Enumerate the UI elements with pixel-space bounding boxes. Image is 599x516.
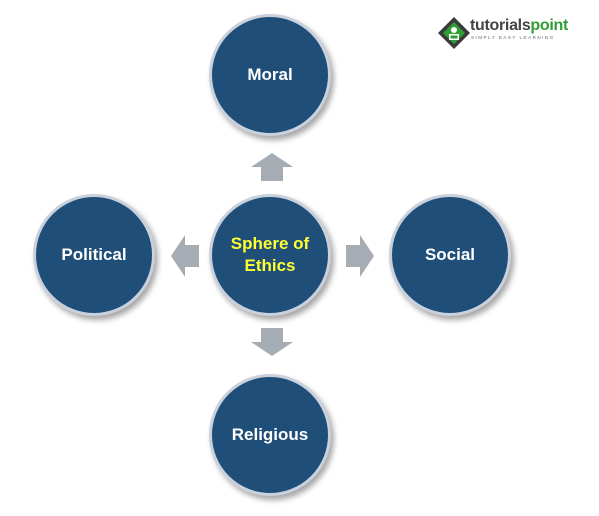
arrow-down-icon	[251, 328, 293, 356]
logo-brand: tutorialspoint	[470, 17, 569, 34]
node-religious: Religious	[209, 374, 331, 496]
node-social-label: Social	[424, 245, 476, 264]
node-political-label: Political	[61, 245, 127, 264]
node-social: Social	[389, 194, 511, 316]
arrow-up-icon	[251, 153, 293, 181]
node-center-label: Sphere of Ethics	[230, 234, 310, 275]
logo-tagline: SIMPLY EASY LEARNING	[471, 35, 555, 40]
node-religious-label: Religious	[231, 425, 309, 444]
tutorialspoint-logo-icon	[438, 17, 470, 49]
node-sphere-of-ethics: Sphere of Ethics	[209, 194, 331, 316]
node-moral: Moral	[209, 14, 331, 136]
node-political: Political	[33, 194, 155, 316]
arrow-right-icon	[346, 235, 374, 277]
arrow-left-icon	[171, 235, 199, 277]
node-moral-label: Moral	[247, 65, 293, 84]
